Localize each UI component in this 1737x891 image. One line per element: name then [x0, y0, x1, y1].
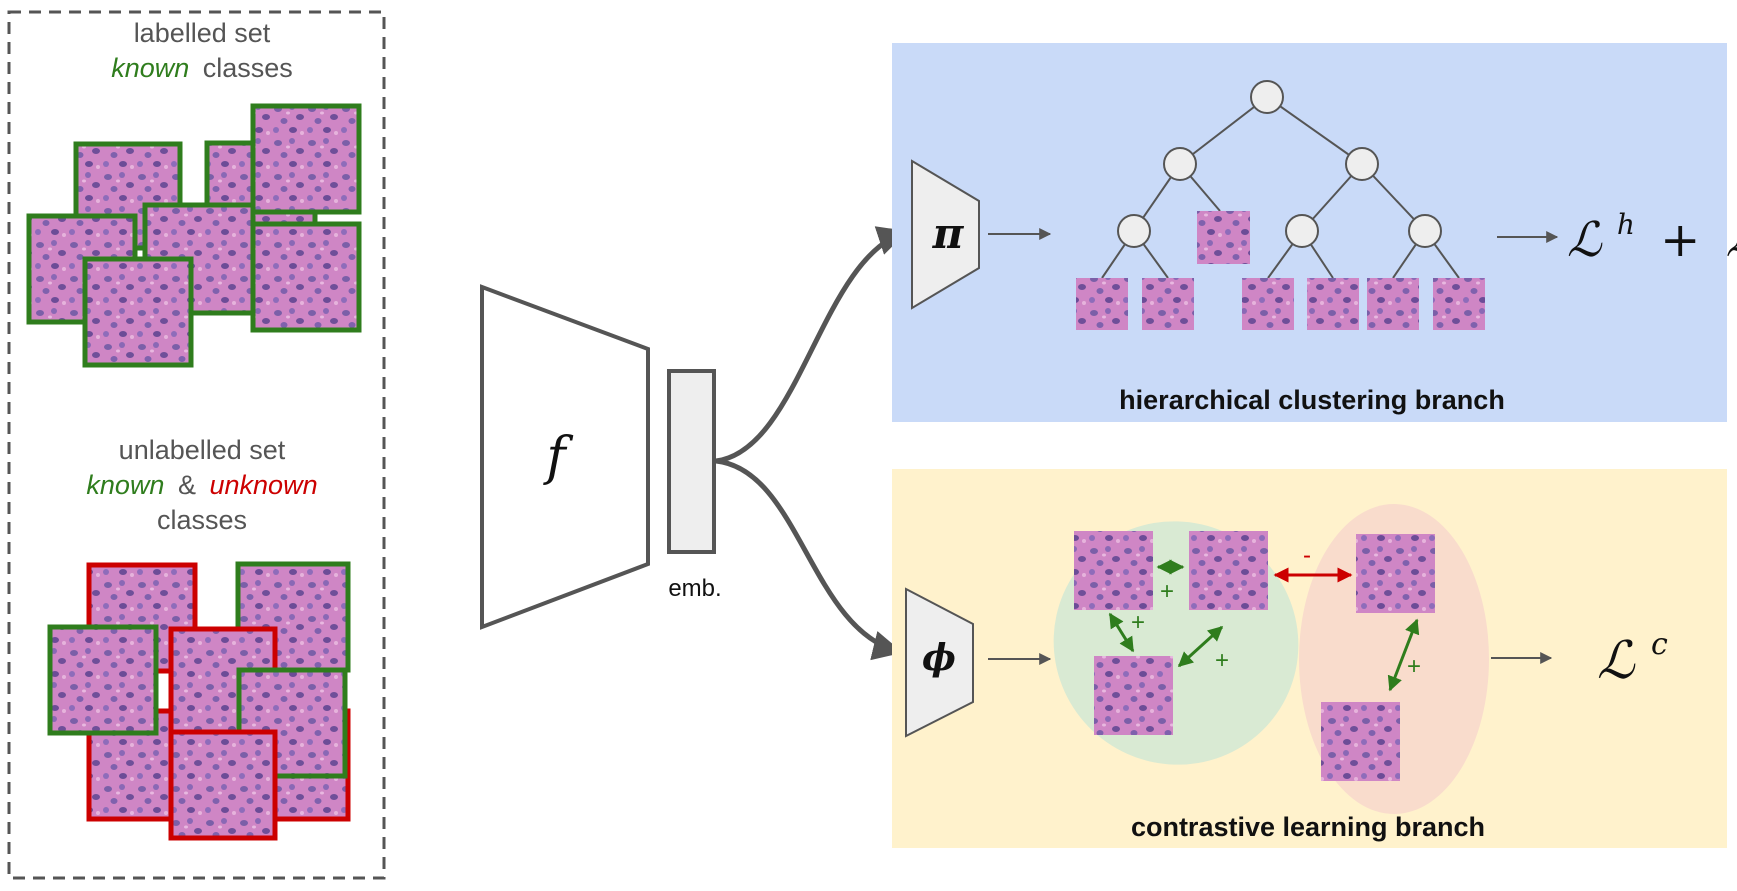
labelled-patch: [82, 256, 194, 368]
tree-node: [1408, 214, 1442, 248]
data-panel: labelled set known classes unlabelled se…: [7, 10, 386, 880]
tree-node: [1117, 214, 1151, 248]
hierarchical-branch-title: hierarchical clustering branch: [1119, 385, 1505, 415]
leaf-patch: [1242, 278, 1294, 330]
tree-edge: [1179, 96, 1268, 165]
connector-to-hierarchical: [715, 226, 908, 464]
positive-pair-arrow: [1177, 625, 1224, 668]
leaf-patch: [1142, 278, 1194, 330]
known-word: known: [86, 470, 164, 500]
leaf-patch: [1197, 211, 1250, 264]
contrastive-branch-title: contrastive learning branch: [1131, 812, 1485, 842]
hierarchy-tree-nodes: [1117, 80, 1442, 248]
connector-to-contrastive: [715, 458, 903, 661]
loss-symbol: ℒ: [1726, 212, 1737, 268]
leaf-patch: [1307, 278, 1359, 330]
unlabelled-classes-caption: known & unknown: [86, 470, 317, 500]
labelled-patch: [250, 221, 362, 333]
tree-edge: [1266, 96, 1363, 165]
loss-superscript: h: [1617, 208, 1635, 241]
unknown-word: unknown: [210, 470, 318, 500]
hierarchical-branch: π: [892, 43, 1737, 422]
unlabelled-set-caption: unlabelled set: [119, 435, 286, 465]
unlabelled-classes-word: classes: [157, 505, 247, 535]
pair-labels: + + + +: [1131, 578, 1421, 680]
loss-plus: +: [1660, 212, 1700, 268]
contrastive-loss: ℒ c: [1597, 627, 1668, 691]
classes-word: classes: [203, 53, 293, 83]
phi-head: [905, 587, 974, 738]
known-word: known: [111, 53, 189, 83]
positive-sign: +: [1407, 653, 1421, 680]
encoder: f emb.: [480, 284, 722, 630]
anchor-patch: [1074, 531, 1153, 610]
contrastive-branch: ϕ + + + + - ℒ c contrastive le: [892, 469, 1727, 848]
leaf-patch: [1076, 278, 1128, 330]
embedding-label: emb.: [668, 575, 721, 602]
pi-head: [911, 159, 980, 310]
ampersand: &: [178, 470, 196, 500]
negative-sign: -: [1303, 542, 1311, 569]
leaf-patch: [1433, 278, 1485, 330]
labelled-patch: [250, 103, 362, 215]
encoder-trapezoid: [480, 284, 650, 630]
tree-node: [1345, 147, 1379, 181]
unlabelled-patch-unknown: [168, 729, 278, 841]
data-panel-border: [7, 10, 386, 880]
pi-head-symbol: π: [932, 209, 965, 258]
positive-pair-arrow: [1108, 612, 1135, 653]
embedding-bar: [667, 369, 716, 554]
labelled-patches: [26, 103, 362, 368]
positive-sign: +: [1215, 647, 1229, 674]
tree-node: [1285, 214, 1319, 248]
phi-head-symbol: ϕ: [922, 637, 956, 679]
labelled-classes-caption: known classes: [111, 53, 293, 83]
labelled-set-caption: labelled set: [134, 18, 271, 48]
positive-pair-arrow: [1387, 618, 1420, 692]
tree-node: [1250, 80, 1284, 114]
positive-sign: +: [1131, 609, 1145, 636]
negative-patch: [1356, 534, 1435, 613]
hierarchical-loss: ℒ h + ℒ r: [1567, 190, 1737, 268]
loss-symbol: ℒ: [1597, 631, 1636, 691]
loss-superscript: c: [1651, 627, 1668, 662]
contrastive-patches: [1074, 531, 1435, 781]
positive-patch: [1189, 531, 1268, 610]
leaf-patch: [1367, 278, 1419, 330]
positive-patch: [1094, 656, 1173, 735]
positive-sign: +: [1160, 578, 1174, 605]
tree-node: [1163, 147, 1197, 181]
loss-symbol: ℒ: [1567, 212, 1603, 268]
unlabelled-patches: [47, 561, 351, 841]
hierarchy-leaf-patches: [1076, 211, 1485, 330]
negative-positive-patch: [1321, 702, 1400, 781]
unlabelled-patch-known: [47, 624, 159, 736]
